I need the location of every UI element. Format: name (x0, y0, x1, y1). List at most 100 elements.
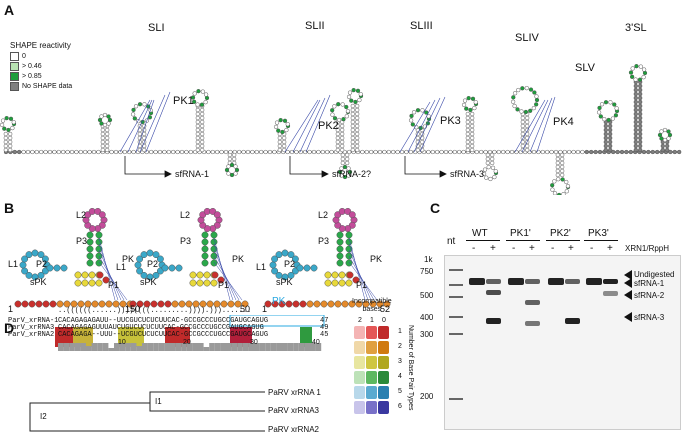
loop-nucleotide (662, 137, 668, 143)
backbone-nucleotide (272, 149, 277, 155)
lane-pk3-bar (584, 240, 618, 241)
stem-nucleotide (277, 143, 282, 149)
aln-row-1-seq: CACAGAGAGUUUAUCUGUCUCUCUUCAC-GCCGCCCUGCC… (58, 324, 264, 332)
band-pk1-plus-sfrna2 (525, 300, 540, 305)
backbone-nucleotide (426, 149, 431, 155)
pk2-label: PK2 (318, 120, 339, 132)
backbone-nucleotide (311, 149, 317, 155)
loop-nucleotide (468, 107, 473, 113)
stem-nucleotide (355, 115, 360, 121)
backbone-nucleotide (153, 149, 158, 155)
backbone-nucleotide (237, 149, 242, 155)
backbone-nucleotide (487, 149, 493, 155)
aln-row-2-len: 45 (320, 331, 329, 339)
backbone-nucleotide (549, 149, 554, 155)
stem-nucleotide (603, 135, 608, 141)
loop-nucleotide (493, 169, 498, 174)
conservation-bar (175, 343, 182, 351)
stem-nucleotide (355, 143, 360, 149)
backbone-nucleotide (157, 149, 163, 155)
stem-nucleotide (633, 99, 638, 105)
stem-nucleotide (195, 131, 200, 137)
panel-letter-a: A (4, 2, 15, 18)
loop-nucleotide (420, 108, 425, 113)
ladder-band-200 (449, 398, 463, 400)
loop-nucleotide (519, 109, 524, 114)
structure-nucleotide (21, 300, 29, 308)
structure-nucleotide (95, 245, 103, 253)
stem-nucleotide (335, 135, 340, 141)
backbone-nucleotide (61, 149, 66, 155)
band-label-sfrna3: sfRNA-3 (634, 313, 665, 322)
stem-nucleotide (633, 139, 638, 145)
conservation-bar (69, 343, 75, 351)
structure-nucleotide (210, 259, 218, 267)
backbone-nucleotide (87, 149, 92, 155)
panel-a-structure-diagram (0, 64, 682, 195)
stem-nucleotide (603, 127, 608, 133)
loop-nucleotide (510, 99, 516, 104)
stem-nucleotide (100, 147, 105, 153)
stem-nucleotide (633, 123, 638, 129)
structure-nucleotide (74, 271, 82, 279)
b2-spk-label: sPK (140, 277, 157, 287)
stem-nucleotide (355, 131, 360, 137)
loop-nucleotide (330, 112, 335, 117)
backbone-nucleotide (655, 149, 660, 155)
tree-branches (29, 391, 265, 432)
stem-nucleotide (465, 131, 470, 137)
pk3-label: PK3 (440, 115, 461, 127)
structure-nucleotide (150, 300, 158, 308)
loop-nucleotide (233, 171, 238, 176)
loop-nucleotide (226, 171, 231, 176)
structure-nucleotide (136, 255, 144, 263)
conservation-bar (108, 348, 114, 351)
loop-nucleotide (659, 136, 664, 141)
loop-nucleotide (492, 174, 497, 180)
loop-nucleotide (516, 87, 521, 93)
structure-nucleotide (275, 271, 283, 279)
col-highlight-red2 (230, 327, 252, 347)
loop-nucleotide (349, 98, 354, 103)
backbone-nucleotide (347, 149, 352, 155)
loop-nucleotide (515, 107, 520, 112)
stem-nucleotide (232, 152, 237, 158)
structure-nucleotide (35, 300, 43, 308)
structure-nucleotide (98, 211, 106, 219)
loop-nucleotide (550, 183, 555, 188)
structure-nucleotide (376, 300, 384, 308)
backbone-nucleotide (571, 149, 576, 155)
structure-nucleotide (152, 251, 160, 259)
loop-nucleotide (633, 77, 638, 82)
stem-nucleotide (195, 135, 200, 141)
backbone-nucleotide (386, 149, 391, 155)
backbone-nucleotide (206, 149, 211, 155)
stem-nucleotide (603, 147, 608, 153)
stem-nucleotide (3, 135, 8, 141)
ladder-band-1k (449, 269, 463, 271)
structure-nucleotide (86, 238, 94, 246)
conservation-bar (86, 346, 92, 351)
b1-p1-label: P1 (108, 280, 120, 290)
backbone-nucleotide (452, 149, 457, 155)
conservation-bars (58, 343, 322, 351)
conservation-bar (170, 343, 176, 351)
loop-nucleotide (667, 132, 673, 138)
sfrna-2-label: sfRNA-2? (332, 169, 372, 179)
structure-nucleotide (213, 211, 221, 219)
shape-legend-item-0: 0 (10, 52, 26, 61)
loop-nucleotide (606, 117, 611, 123)
loop-nucleotide (659, 129, 664, 134)
stem-nucleotide (350, 127, 355, 133)
loop-nucleotide (486, 165, 491, 170)
structure-nucleotide (171, 300, 179, 308)
backbone-nucleotide (443, 149, 449, 155)
b2-l2-label: L2 (180, 210, 191, 220)
band-pk1-plus-sfrna3 (525, 321, 540, 326)
stem-nucleotide (608, 131, 613, 137)
structure-nucleotide (352, 276, 360, 284)
loop-nucleotide (2, 126, 7, 131)
stem-nucleotide (105, 135, 110, 141)
conservation-bar (186, 343, 193, 351)
loop-nucleotide (523, 109, 529, 115)
